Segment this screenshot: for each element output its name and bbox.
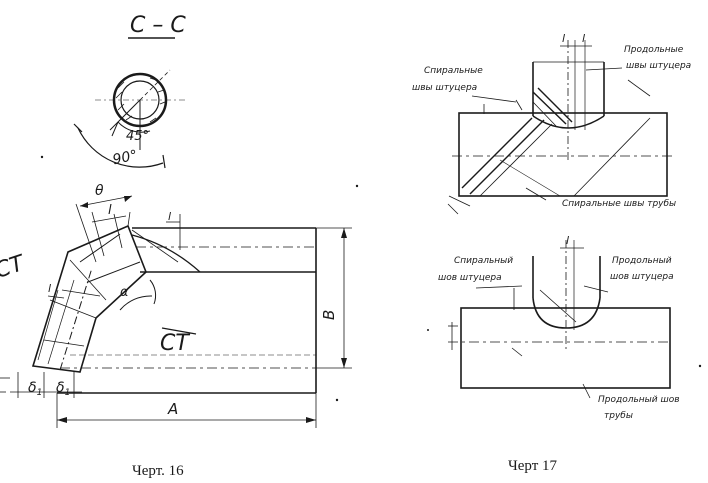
scan-specks — [40, 155, 702, 402]
figure-17-top: l l Спиральные швы штуцера Продольные шв… — [412, 32, 691, 215]
dim-delta-2: δ1 — [56, 380, 70, 398]
top-label-long-fitting: Продольные швы штуцера — [624, 45, 691, 71]
dim-alpha: α — [120, 285, 129, 300]
top-dim-l-a: l — [562, 32, 565, 45]
bottom-dim-l: l — [566, 234, 569, 247]
figure-16: С – С — [0, 13, 352, 479]
top-dim-l-b: l — [582, 32, 585, 45]
dim-delta-1: δ1 — [28, 380, 42, 398]
section-ref-right: СТ — [160, 331, 190, 356]
dim-l: l — [108, 203, 112, 218]
section-ref-left: СТ — [0, 251, 29, 284]
figure-17-bottom: l Спиральный шов штуцера Продольный шов … — [438, 234, 682, 421]
bottom-label-long-fitting: Продольный шов штуцера — [610, 256, 675, 282]
top-label-spiral-pipe: Спиральные швы трубы — [562, 199, 676, 209]
caption-fig17: Черт 17 — [508, 458, 558, 474]
dim-B: B — [320, 310, 338, 320]
main-pipe — [57, 227, 317, 394]
caption-fig16: Черт. 16 — [132, 463, 184, 479]
dim-l-top: l — [168, 210, 171, 223]
bottom-label-long-pipe: Продольный шов трубы — [598, 395, 682, 421]
inclined-branch — [31, 203, 157, 373]
section-label: С – С — [130, 13, 186, 38]
pipe-cross-section — [73, 69, 185, 169]
top-label-spiral-fitting: Спиральные швы штуцера — [412, 66, 486, 93]
bottom-label-spiral-fitting: Спиральный шов штуцера — [438, 256, 516, 283]
dim-theta: θ — [95, 183, 104, 199]
angle-45-label: 45° — [126, 129, 149, 144]
dim-l-left: l — [48, 282, 51, 295]
dim-A: A — [167, 400, 178, 418]
angle-90-label: 90° — [111, 147, 139, 168]
